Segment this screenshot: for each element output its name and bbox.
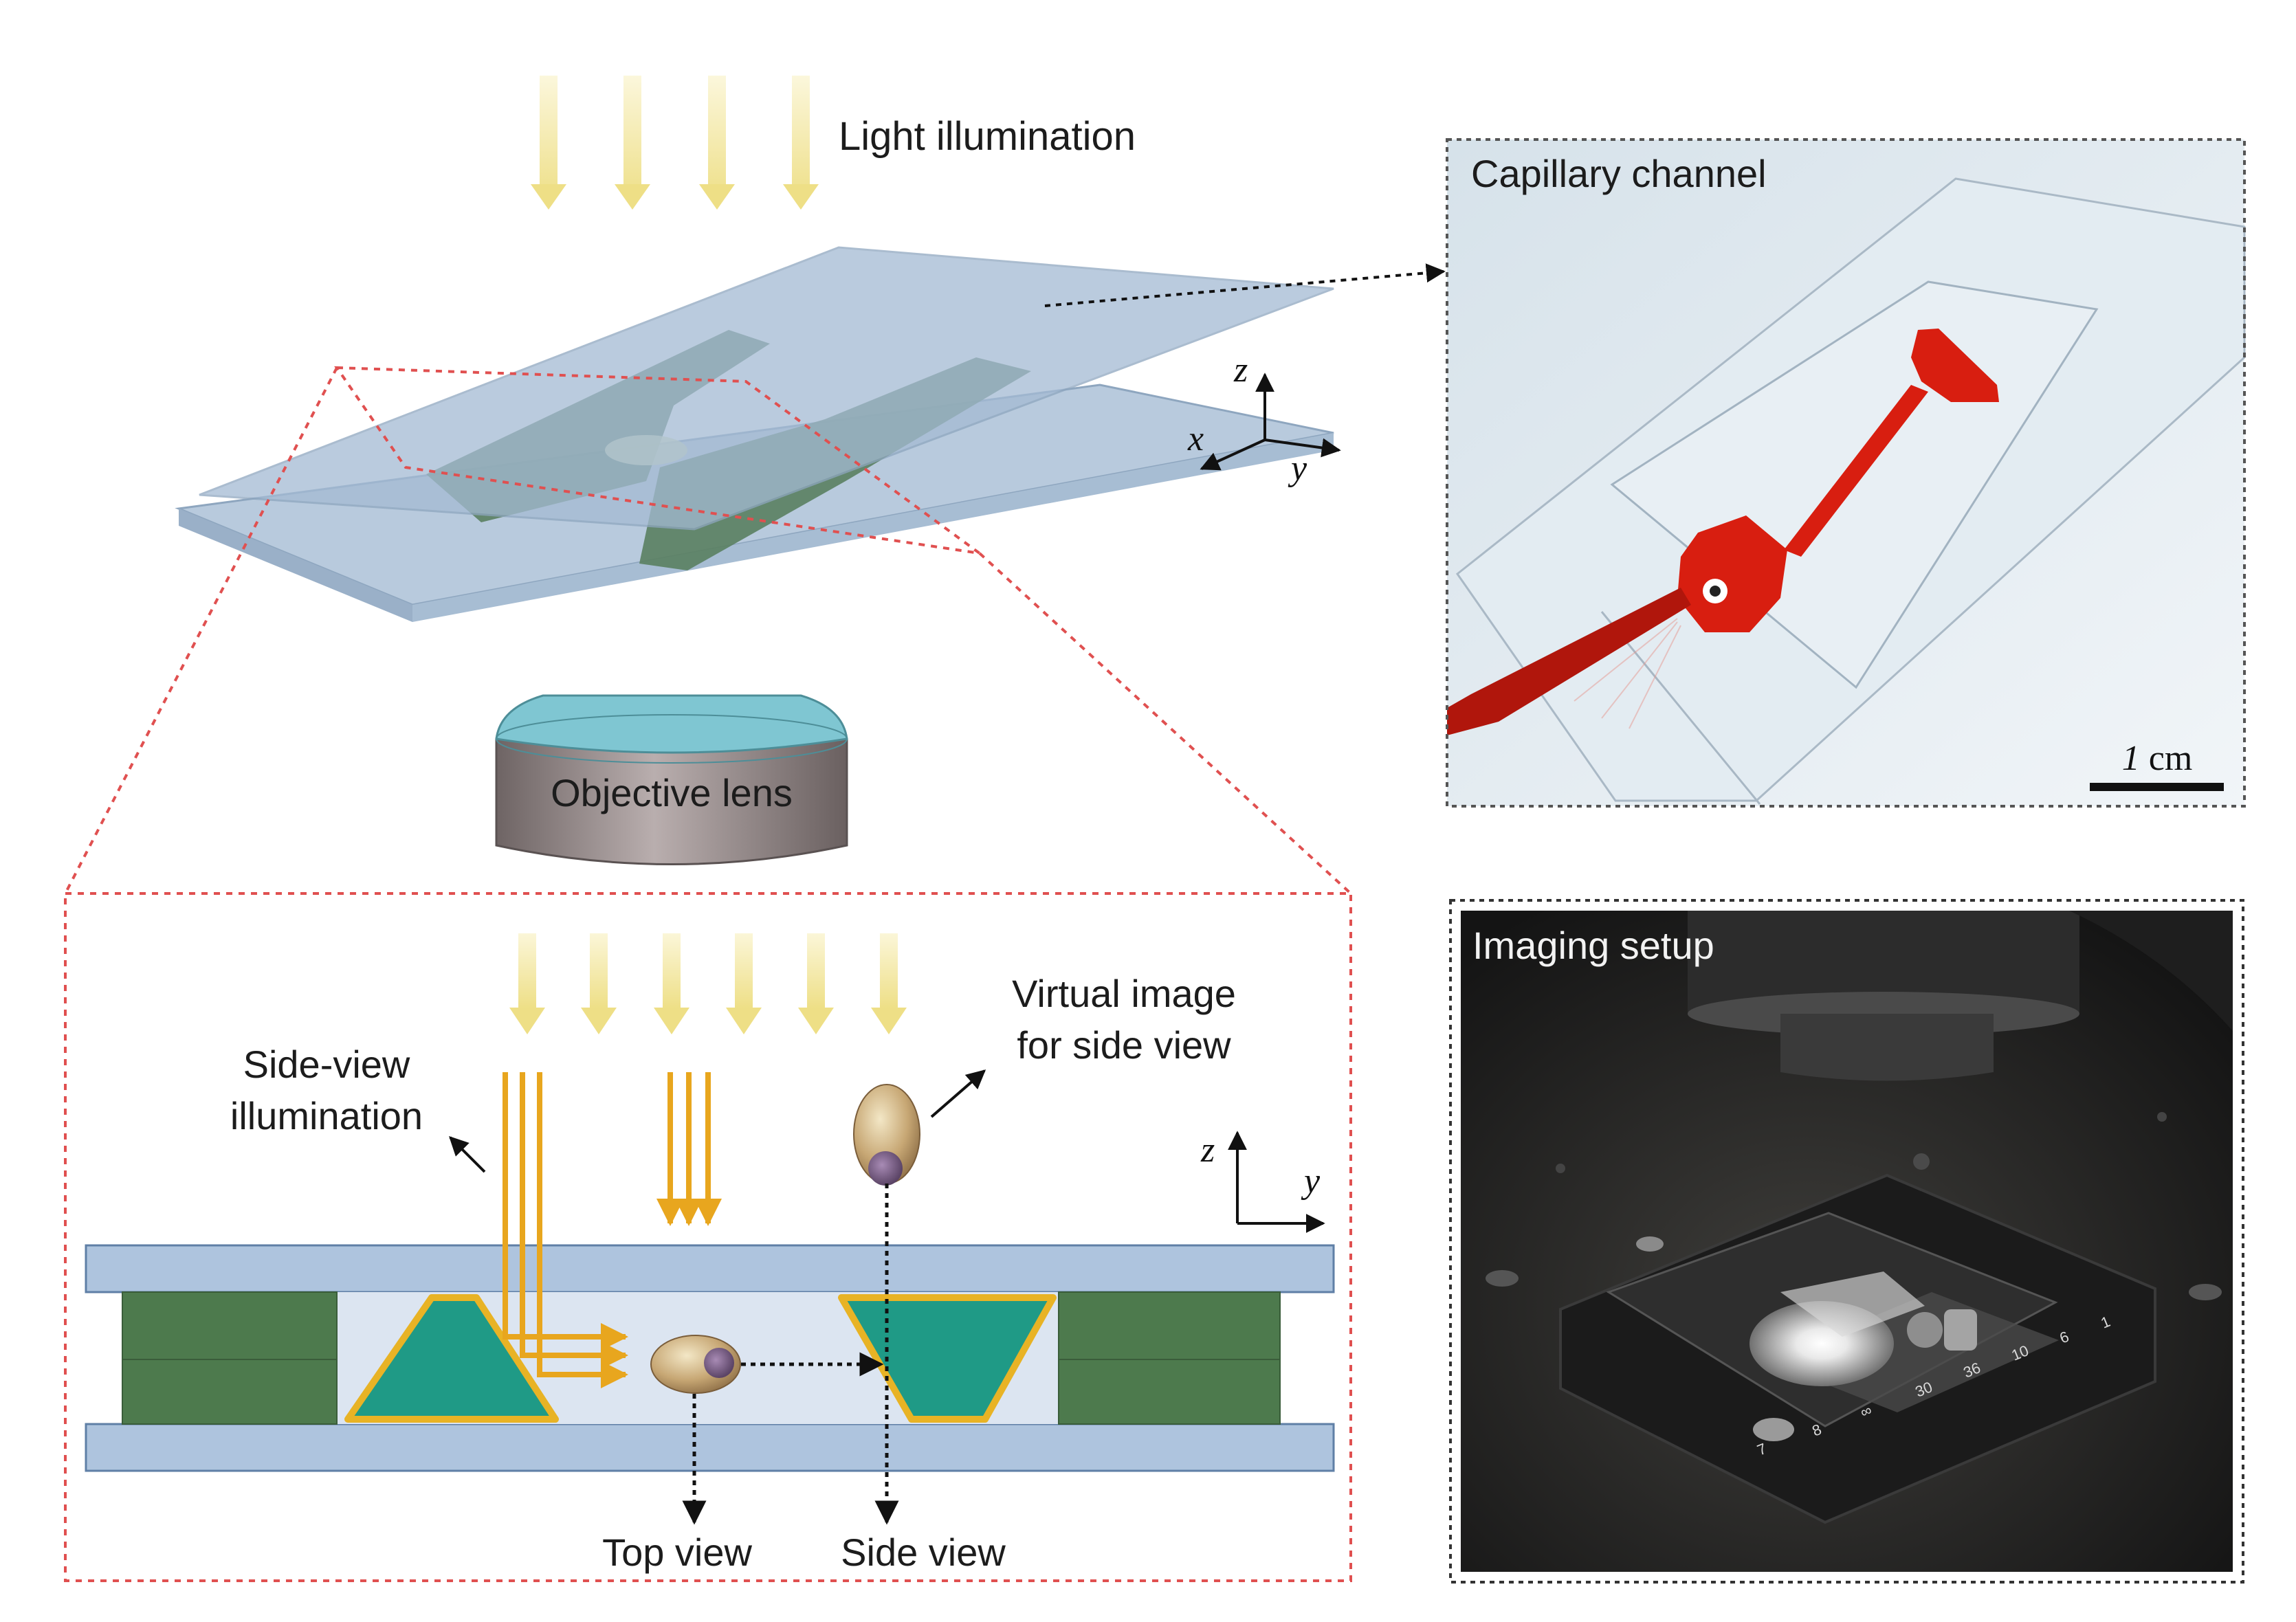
light-arrow: [726, 933, 762, 1034]
side-wall-right: [1058, 1291, 1281, 1425]
light-arrow: [699, 76, 735, 210]
channel-cross-section: [85, 1244, 1335, 1472]
light-arrow: [798, 933, 834, 1034]
red-channel-body: [1784, 385, 1928, 557]
light-arrow: [581, 933, 617, 1034]
objective-lens: Objective lens: [495, 694, 848, 865]
cross-section-panel: [64, 892, 1352, 1582]
axis-z-3d: z: [1233, 351, 1248, 390]
callout-line-chip-to-photo: [1044, 263, 1446, 307]
view-paths: [682, 1184, 899, 1525]
light-arrow: [509, 933, 545, 1034]
virtual-cell-nucleus: [868, 1151, 903, 1186]
virtual-image-cell: [853, 1084, 920, 1186]
virtual-image-label-2: for side view: [1017, 1023, 1231, 1067]
light-arrow: [783, 76, 819, 210]
top-glass-slide: [199, 246, 1334, 531]
light-arrow: [871, 933, 907, 1034]
axis-y-3d: y: [1288, 449, 1307, 488]
pointer-side-view-illumination: [449, 1136, 486, 1173]
cell: [650, 1335, 741, 1394]
panel-light-arrows: [509, 933, 907, 1034]
side-view-beam: [503, 1072, 628, 1351]
zoom-connector-left: [64, 367, 338, 894]
capillary-channel-frame: [1446, 138, 2246, 808]
side-view-label: Side view: [841, 1531, 1006, 1574]
side-view-beam: [537, 1072, 628, 1388]
side-view-illumination-label-2: illumination: [230, 1094, 423, 1137]
objective-lens-label: Objective lens: [551, 771, 793, 814]
imaging-setup-photo: [1461, 911, 2233, 1572]
cell-nucleus: [704, 1348, 734, 1378]
virtual-image-label-1: Virtual image: [1012, 972, 1236, 1015]
pointer-virtual-image: [930, 1069, 986, 1118]
axes-2d: z y: [1200, 1131, 1325, 1233]
scale-bar-label: 1 cm: [2122, 739, 2193, 778]
side-view-beam: [520, 1072, 628, 1369]
microfluidic-chip-3d: [175, 246, 1334, 622]
light-arrow: [531, 76, 566, 210]
red-channel-inlet: [1677, 515, 1787, 632]
prism-left: [344, 1294, 559, 1423]
capillary-channel-photo: 1 cm: [1447, 140, 2246, 806]
top-view-label: Top view: [602, 1531, 752, 1574]
zoom-region-outline: [334, 366, 981, 555]
capillary-channel-title: Capillary channel: [1471, 152, 1767, 195]
axis-z-2d: z: [1200, 1131, 1215, 1170]
light-illumination-arrows: [531, 76, 819, 210]
illumination-beams: [503, 1072, 722, 1388]
light-arrow: [654, 933, 689, 1034]
axes-3d: z x y: [1187, 351, 1341, 488]
imaging-setup-frame: [1449, 899, 2244, 1584]
light-arrow: [615, 76, 650, 210]
red-tubing: [1447, 588, 1691, 735]
side-view-illumination-label-1: Side-view: [243, 1043, 410, 1086]
axis-x-3d: x: [1187, 419, 1204, 458]
zoom-connector-right: [978, 552, 1352, 895]
red-channel-outlet: [1911, 329, 1999, 402]
bottom-glass-layer: [85, 1423, 1335, 1472]
top-glass-layer: [85, 1244, 1335, 1293]
side-wall-left: [122, 1291, 338, 1425]
axis-y-2d: y: [1301, 1162, 1321, 1201]
imaging-setup-title: Imaging setup: [1472, 924, 1714, 967]
light-illumination-label: Light illumination: [839, 114, 1136, 159]
